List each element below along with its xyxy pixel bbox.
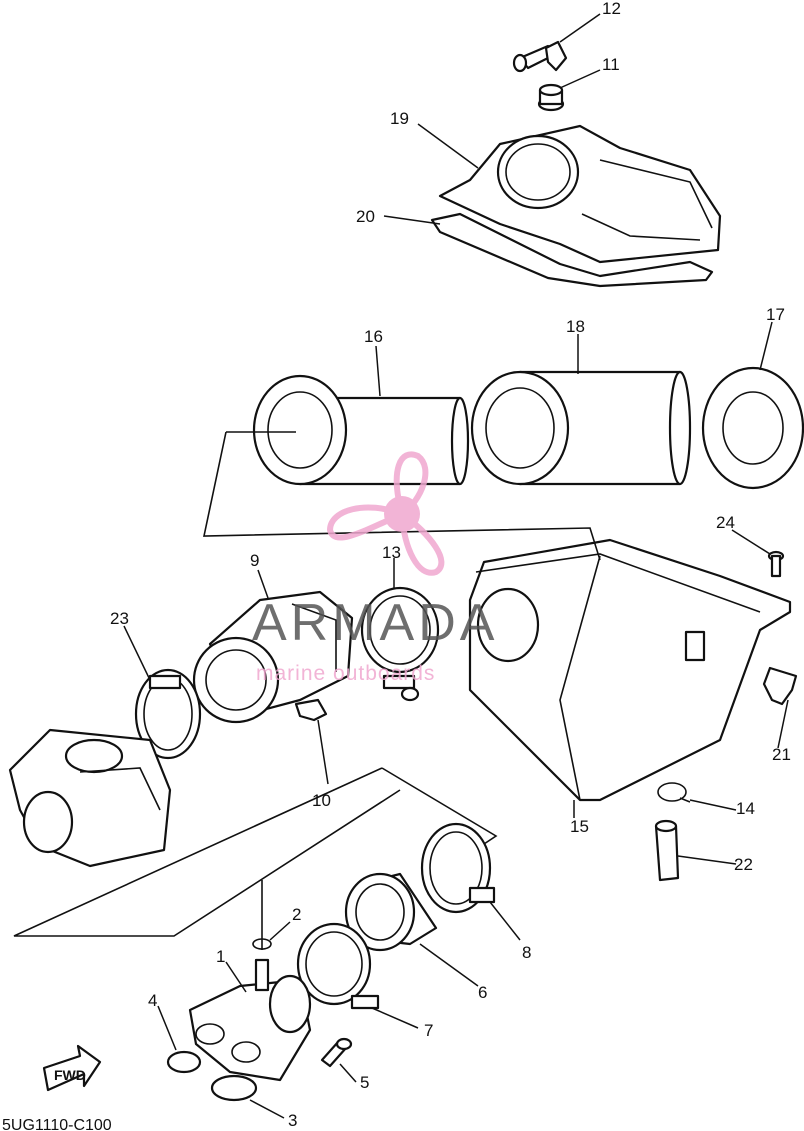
part-8-hose-clamp [420,822,496,914]
callout-labels: 1 2 3 4 5 6 7 8 9 10 11 12 13 14 15 16 1… [110,0,791,1130]
part-3-o-ring [210,1074,258,1102]
part-7-hose-clamp [296,922,380,1010]
part-6-joint [344,872,438,952]
callout-9: 9 [250,551,259,570]
propeller-logo-icon [326,451,445,576]
callout-20: 20 [356,207,375,226]
callout-7: 7 [424,1021,433,1040]
callout-12: 12 [602,0,621,18]
callout-23: 23 [110,609,129,628]
callout-11: 11 [602,55,620,74]
fwd-arrow-icon: FWD [42,1044,102,1092]
part-16-air-filter-element [252,374,470,486]
callout-16: 16 [364,327,383,346]
callout-17: 17 [766,305,785,324]
diagram-code: 5UG1110-C100 [2,1117,112,1131]
callout-8: 8 [522,943,531,962]
callout-24: 24 [716,513,735,532]
callout-19: 19 [390,109,409,128]
part-19-air-box-cover [438,124,722,264]
part-17-filter-seal [701,366,804,490]
callout-6: 6 [478,983,487,1002]
part-11-grommet [537,83,565,112]
part-18-filter-element [470,370,692,486]
part-23-hose-clamp [134,668,202,760]
callout-13: 13 [382,543,401,562]
callout-2: 2 [292,905,301,924]
callout-22: 22 [734,855,753,874]
part-20-cover-gasket [430,212,714,288]
watermark: ARMADA marine outboards [252,451,498,685]
part-5-bolt [320,1037,353,1068]
part-13-hose-clamp [360,586,440,702]
part-15-air-box-case [468,538,792,802]
part-24-screw [767,550,785,578]
part-22-drain-tube [654,819,680,882]
callout-3: 3 [288,1111,297,1130]
callout-10: 10 [312,791,331,810]
part-12-hose-elbow [512,40,568,73]
part-4-o-ring [166,1050,202,1074]
watermark-tagline: marine outboards [256,662,435,685]
callout-1: 1 [216,947,225,966]
callout-18: 18 [566,317,585,336]
callout-leaders [123,13,789,1119]
callout-15: 15 [570,817,589,836]
assembly-guide-lines [13,431,601,950]
callout-21: 21 [772,745,791,764]
carburetor [8,728,172,868]
callout-4: 4 [148,991,157,1010]
part-9-air-duct [192,590,354,724]
part-14-hose-clamp [657,782,691,803]
part-21-clip [762,666,798,706]
callout-14: 14 [736,799,755,818]
part-10-hose-fitting [294,698,328,722]
fwd-label: FWD [54,1067,86,1083]
watermark-brand: ARMADA [252,594,498,652]
callout-5: 5 [360,1073,369,1092]
part-1-carburetor-joint [188,958,312,1082]
